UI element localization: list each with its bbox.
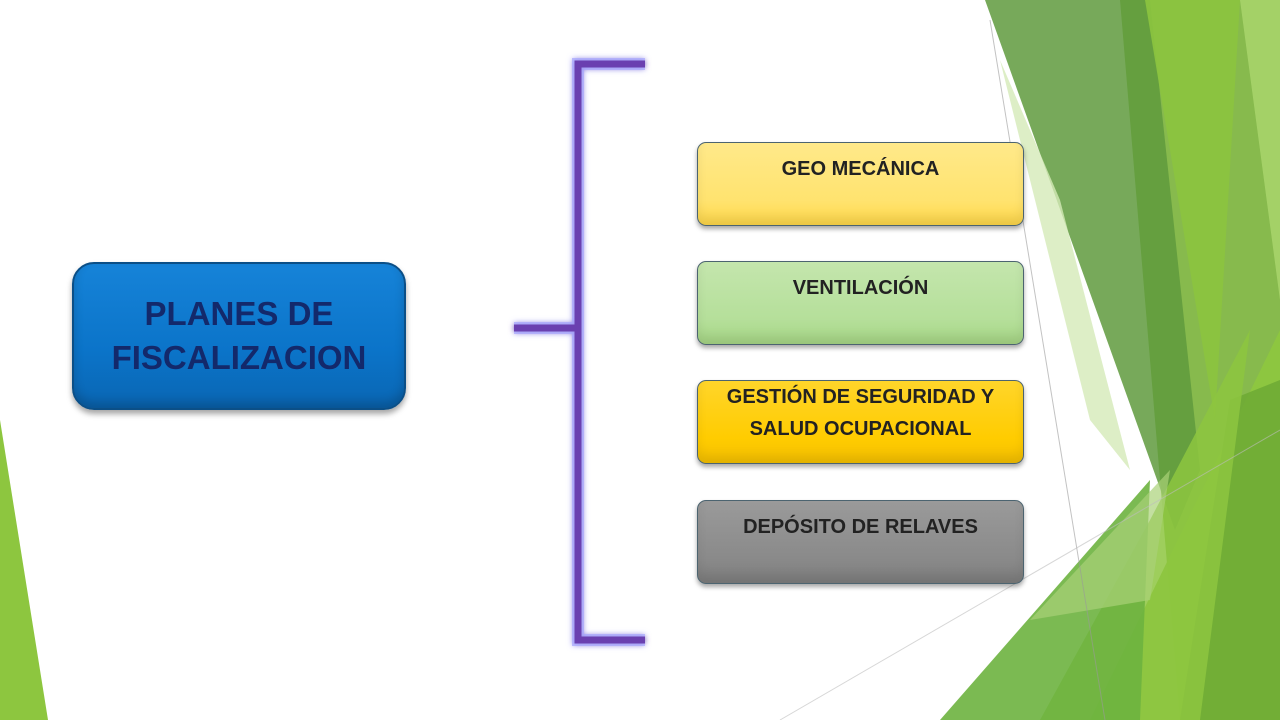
corner-triangle (1240, 0, 1280, 300)
left-green-wedge (0, 420, 48, 720)
gestion-seguridad-label: GESTIÓN DE SEGURIDAD Y SALUD OCUPACIONAL (726, 386, 995, 440)
mid-green-triangle (1040, 330, 1250, 720)
root-label: PLANES DE FISCALIZACION (111, 295, 367, 376)
connector-bracket (514, 58, 645, 646)
planes-de-fiscalizacion-box: PLANES DE FISCALIZACION (72, 262, 406, 410)
deposito-relaves-box: DEPÓSITO DE RELAVES (697, 500, 1024, 584)
gestion-seguridad-box: GESTIÓN DE SEGURIDAD Y SALUD OCUPACIONAL (697, 380, 1024, 464)
thin-line (989, 19, 1106, 720)
ventilacion-label: VENTILACIÓN (792, 277, 929, 299)
light-green-triangle (1145, 0, 1240, 420)
bottom-green-triangle (940, 480, 1150, 720)
pale-triangle (1000, 60, 1130, 470)
ventilacion-box: VENTILACIÓN (697, 261, 1024, 345)
dark-green-triangle (985, 0, 1200, 530)
geo-mecanica-box: GEO MECÁNICA (697, 142, 1024, 226)
geo-mecanica-label: GEO MECÁNICA (781, 158, 940, 180)
deposito-relaves-label: DEPÓSITO DE RELAVES (743, 516, 978, 538)
thin-diagonal-line (779, 429, 1280, 720)
